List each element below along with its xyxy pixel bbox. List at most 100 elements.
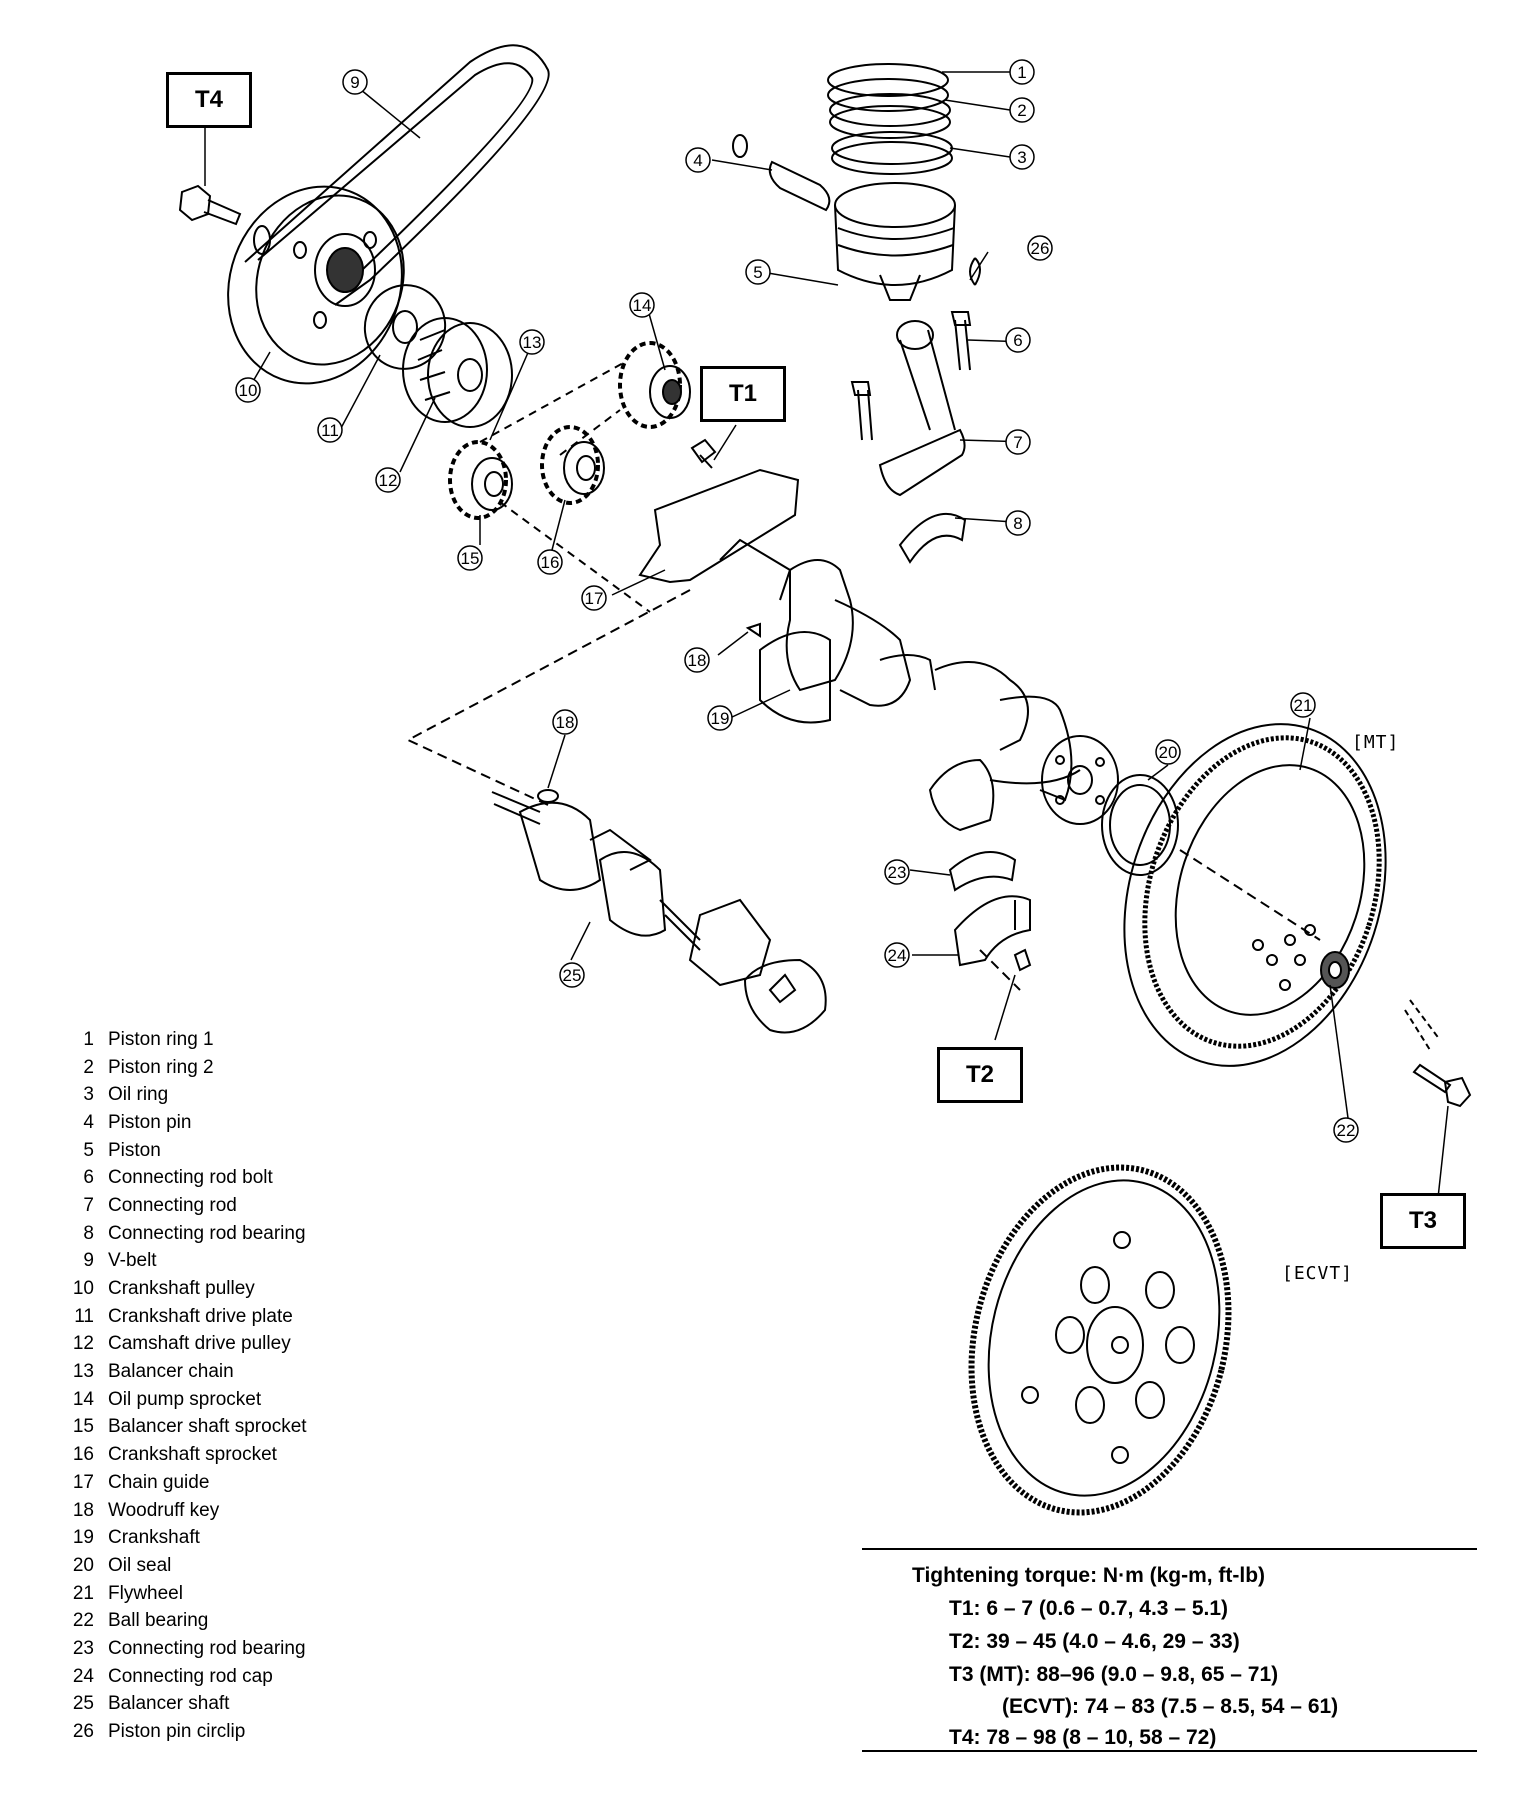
callout-4: 4 (685, 147, 711, 173)
callout-number: 12 (379, 471, 398, 490)
callout-number: 18 (688, 651, 707, 670)
legend-label: Balancer chain (108, 1361, 234, 1383)
legend-label: Flywheel (108, 1582, 183, 1604)
callout-9: 9 (342, 69, 368, 95)
callout-number: 5 (753, 263, 762, 282)
pulley-bolt (178, 184, 271, 255)
piston-pin (732, 134, 831, 212)
flywheel-ecvt (968, 1164, 1232, 1516)
legend-label: Piston pin (108, 1111, 192, 1133)
legend-number: 24 (72, 1665, 94, 1687)
legend-label: Piston ring 2 (108, 1056, 214, 1078)
legend-label: Woodruff key (108, 1499, 220, 1521)
legend-item: 8 Connecting rod bearing (58, 1220, 307, 1248)
legend-label: Balancer shaft sprocket (108, 1416, 307, 1438)
balancer-chain (479, 361, 651, 613)
legend-item: 21 Flywheel (58, 1580, 307, 1608)
connecting-rod-bearing-lower (948, 851, 1017, 892)
connecting-rod-bearing (898, 512, 967, 564)
callout-3: 3 (1009, 144, 1035, 170)
legend-label: Piston pin circlip (108, 1721, 246, 1743)
torque-line-t4: T4: 78 – 98 (8 – 10, 58 – 72) (949, 1726, 1217, 1749)
callout-10: 10 (235, 377, 261, 403)
legend-number: 12 (72, 1333, 94, 1355)
legend-item: 19 Crankshaft (58, 1524, 307, 1552)
flywheel-bolt (1404, 999, 1472, 1108)
callout-number: 23 (888, 863, 907, 882)
legend-number: 26 (72, 1721, 94, 1743)
legend-number: 21 (72, 1582, 94, 1604)
callout-2: 2 (1009, 97, 1035, 123)
legend-number: 3 (83, 1084, 94, 1106)
callout-number: 16 (541, 553, 560, 572)
callout-number: 7 (1013, 433, 1022, 452)
connecting-rod (878, 320, 966, 497)
legend-label: V-belt (108, 1250, 157, 1272)
torque-box-t2: T2 (937, 1047, 1023, 1103)
callout-number: 21 (1294, 696, 1313, 715)
legend-number: 14 (72, 1388, 94, 1410)
legend-label: Piston ring 1 (108, 1028, 214, 1050)
callout-number: 10 (239, 381, 258, 400)
legend-label: Crankshaft drive plate (108, 1305, 293, 1327)
piston (834, 182, 956, 301)
legend-label: Balancer shaft (108, 1693, 230, 1715)
legend-number: 23 (72, 1637, 94, 1659)
legend-item: 24 Connecting rod cap (58, 1663, 307, 1691)
callout-number: 18 (556, 713, 575, 732)
balancer-shaft-sprocket (448, 440, 513, 520)
crankshaft (719, 538, 1119, 832)
oil-pump-sprocket (618, 341, 691, 429)
legend-number: 8 (83, 1222, 94, 1244)
legend-label: Crankshaft (108, 1527, 200, 1549)
piston-rings (827, 63, 953, 175)
legend-label: Connecting rod bearing (108, 1222, 306, 1244)
callout-7: 7 (1005, 429, 1031, 455)
balancer-shaft (491, 789, 827, 1034)
torque-box-t1: T1 (700, 366, 786, 422)
callout-number: 2 (1017, 101, 1026, 120)
legend-number: 10 (72, 1278, 94, 1300)
legend-number: 2 (83, 1056, 94, 1078)
torque-title: Tightening torque: N·m (kg-m, ft-lb) (912, 1564, 1266, 1587)
callout-number: 14 (633, 296, 652, 315)
torque-box-t4: T4 (166, 72, 252, 128)
torque-line-t1: T1: 6 – 7 (0.6 – 0.7, 4.3 – 5.1) (949, 1597, 1228, 1620)
torque-box-t3: T3 (1380, 1193, 1466, 1249)
callout-number: 11 (321, 421, 339, 440)
callout-15: 15 (457, 545, 483, 571)
camshaft-drive-pulley (402, 317, 513, 428)
connecting-rod-cap (953, 895, 1032, 972)
callout-17: 17 (581, 585, 607, 611)
torque-table: Tightening torque: N·m (kg-m, ft-lb) T1:… (862, 1548, 1477, 1752)
legend-item: 2 Piston ring 2 (58, 1054, 307, 1082)
torque-line-t3-ecvt: (ECVT): 74 – 83 (7.5 – 8.5, 54 – 61) (1002, 1695, 1339, 1718)
legend-number: 6 (83, 1167, 94, 1189)
legend-label: Chain guide (108, 1471, 210, 1493)
callout-number: 24 (888, 946, 907, 965)
legend-number: 19 (72, 1527, 94, 1549)
callout-number: 8 (1013, 514, 1022, 533)
callout-19: 19 (707, 705, 733, 731)
callout-6: 6 (1005, 327, 1031, 353)
callout-14: 14 (629, 292, 655, 318)
variant-label-ecvt: [ECVT] (1282, 1263, 1354, 1284)
callout-number: 9 (350, 73, 359, 92)
legend-label: Oil ring (108, 1084, 169, 1106)
leader-lines (204, 71, 1449, 1199)
legend-label: Connecting rod cap (108, 1665, 273, 1687)
callout-21: 21 (1290, 692, 1316, 718)
callout-number: 26 (1031, 239, 1050, 258)
